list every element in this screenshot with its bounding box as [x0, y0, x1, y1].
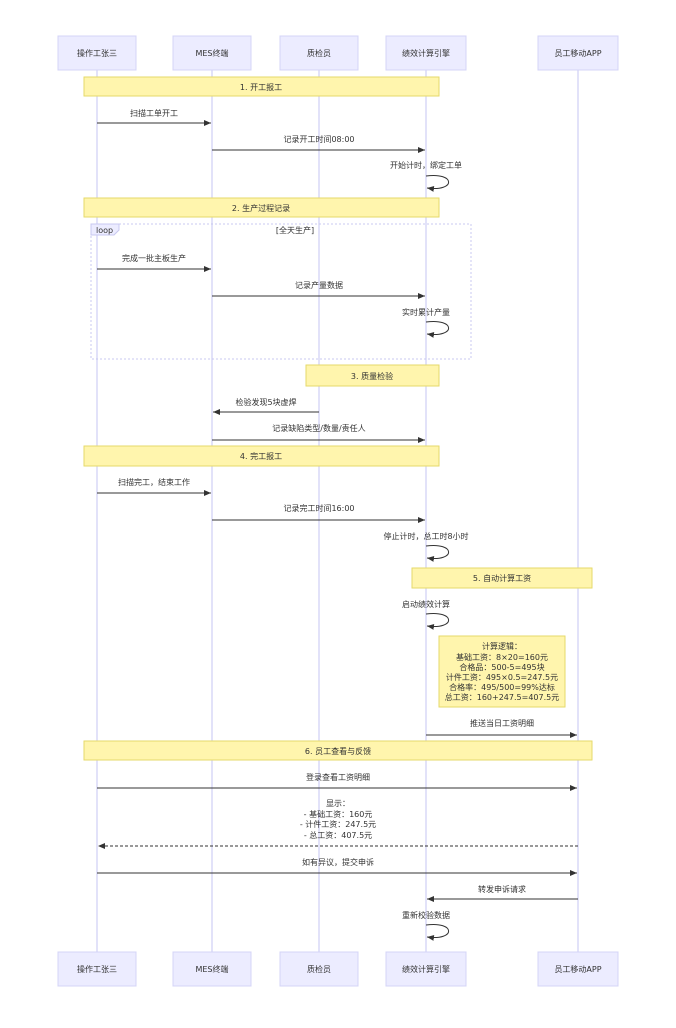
- note-section-3: 3. 质量检验: [305, 364, 440, 387]
- message-label: 记录产量数据: [295, 280, 343, 290]
- note-section-4: 4. 完工报工: [83, 445, 440, 467]
- note-section-2: 2. 生产过程记录: [83, 197, 440, 218]
- message-label: 如有异议，提交申诉: [302, 857, 374, 867]
- actor-inspector-top[interactable]: 质检员: [279, 35, 359, 71]
- self-message-arrow: [425, 320, 449, 338]
- svg-text:- 计件工资：247.5元: - 计件工资：247.5元: [300, 819, 376, 829]
- actor-operator-bottom[interactable]: 操作工张三: [57, 951, 137, 987]
- loop-label: loop: [96, 226, 113, 235]
- message-label: 推送当日工资明细: [470, 718, 534, 728]
- self-message-arrow: [425, 544, 449, 562]
- actor-label: 操作工张三: [77, 48, 117, 58]
- actor-app-bottom[interactable]: 员工移动APP: [537, 951, 619, 987]
- svg-text:- 基础工资：160元: - 基础工资：160元: [304, 809, 373, 819]
- actor-label: MES终端: [195, 48, 228, 58]
- display-message-label: 显示： - 基础工资：160元 - 计件工资：247.5元 - 总工资：407.…: [300, 799, 376, 840]
- self-message-arrow: [425, 612, 449, 630]
- actor-label: MES终端: [195, 964, 228, 974]
- message-label: 转发申诉请求: [478, 884, 526, 894]
- self-message-arrow: [425, 174, 449, 192]
- loop-block: loop [全天生产]: [90, 223, 472, 360]
- message-label: 记录完工时间16:00: [283, 503, 354, 513]
- loop-condition: [全天生产]: [276, 225, 314, 235]
- message-label: 完成一批主板生产: [122, 253, 186, 263]
- message-label: 停止计时，总工时8小时: [383, 531, 468, 541]
- actor-label: 质检员: [307, 48, 331, 58]
- svg-text:5. 自动计算工资: 5. 自动计算工资: [473, 573, 531, 583]
- actor-label: 绩效计算引擎: [402, 964, 450, 974]
- message-label: 开始计时，绑定工单: [390, 160, 462, 170]
- actor-operator-top[interactable]: 操作工张三: [57, 35, 137, 71]
- message-label: 重新校验数据: [402, 910, 450, 920]
- actor-label: 质检员: [307, 964, 331, 974]
- actor-engine-bottom[interactable]: 绩效计算引擎: [385, 951, 467, 987]
- self-message-arrow: [425, 923, 449, 941]
- svg-text:2. 生产过程记录: 2. 生产过程记录: [232, 203, 290, 213]
- note-section-6: 6. 员工查看与反馈: [83, 740, 593, 761]
- actor-mes-top[interactable]: MES终端: [172, 35, 252, 71]
- message-label: 实时累计产量: [402, 307, 450, 317]
- svg-text:4. 完工报工: 4. 完工报工: [240, 451, 282, 461]
- message-label: 记录缺陷类型/数量/责任人: [272, 423, 365, 433]
- svg-text:合格品：500-5=495块: 合格品：500-5=495块: [459, 662, 544, 672]
- actor-mes-bottom[interactable]: MES终端: [172, 951, 252, 987]
- message-label: 扫描工单开工: [130, 108, 178, 118]
- message-label: 扫描完工，结束工作: [118, 477, 190, 487]
- svg-text:- 总工资：407.5元: - 总工资：407.5元: [304, 830, 372, 840]
- actor-label: 员工移动APP: [554, 964, 601, 974]
- actor-label: 绩效计算引擎: [402, 48, 450, 58]
- svg-text:1. 开工报工: 1. 开工报工: [240, 82, 282, 92]
- actor-engine-top[interactable]: 绩效计算引擎: [385, 35, 467, 71]
- actor-label: 员工移动APP: [554, 48, 601, 58]
- actor-label: 操作工张三: [77, 964, 117, 974]
- message-label: 记录开工时间08:00: [283, 134, 354, 144]
- note-section-5: 5. 自动计算工资: [411, 567, 593, 589]
- svg-text:计件工资：495×0.5=247.5元: 计件工资：495×0.5=247.5元: [446, 672, 558, 682]
- svg-text:总工资：160+247.5=407.5元: 总工资：160+247.5=407.5元: [445, 692, 559, 702]
- message-label: 检验发现5块虚焊: [235, 397, 296, 407]
- svg-text:基础工资：8×20=160元: 基础工资：8×20=160元: [456, 652, 548, 662]
- svg-text:显示：: 显示：: [326, 799, 350, 808]
- calculation-note: 计算逻辑： 基础工资：8×20=160元 合格品：500-5=495块 计件工资…: [438, 635, 566, 708]
- svg-text:3. 质量检验: 3. 质量检验: [351, 371, 393, 381]
- message-label: 登录查看工资明细: [306, 772, 370, 782]
- actor-inspector-bottom[interactable]: 质检员: [279, 951, 359, 987]
- svg-text:计算逻辑：: 计算逻辑：: [482, 641, 522, 651]
- message-label: 启动绩效计算: [402, 599, 450, 609]
- svg-text:6. 员工查看与反馈: 6. 员工查看与反馈: [305, 746, 371, 756]
- note-section-1: 1. 开工报工: [83, 76, 440, 97]
- actor-app-top[interactable]: 员工移动APP: [537, 35, 619, 71]
- svg-text:合格率：495/500=99%达标: 合格率：495/500=99%达标: [449, 682, 555, 692]
